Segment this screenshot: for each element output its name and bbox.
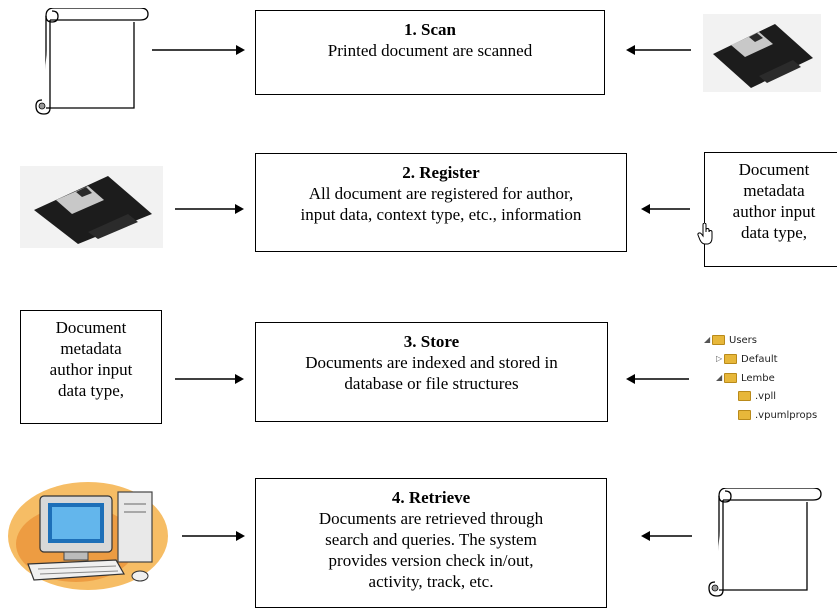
folder-tree-item: .vpll bbox=[738, 389, 776, 405]
step-box-register: 2. Register All document are registered … bbox=[255, 153, 627, 252]
step-text: Documents are indexed and stored in bbox=[305, 353, 558, 372]
scroll-document-icon bbox=[705, 488, 823, 598]
folder-tree-item: ▷Default bbox=[716, 354, 778, 365]
metadata-line: data type, bbox=[57, 381, 125, 400]
folder-tree-item: ◢Users bbox=[704, 335, 758, 346]
step-box-scan: 1. Scan Printed document are scanned bbox=[255, 10, 605, 95]
metadata-line: Document bbox=[738, 160, 810, 179]
desktop-computer-icon bbox=[6, 474, 171, 592]
arrow-left bbox=[640, 203, 690, 215]
step-text: Documents are retrieved through bbox=[318, 509, 544, 528]
floppy-disk-icon bbox=[703, 14, 821, 92]
metadata-line: author input bbox=[49, 360, 133, 379]
step-title: 2. Register bbox=[402, 163, 480, 182]
step-title: 4. Retrieve bbox=[391, 488, 471, 507]
folder-tree-item: .vpumlprops bbox=[738, 408, 817, 424]
folder-icon bbox=[724, 373, 737, 383]
step-text: activity, track, etc. bbox=[368, 572, 494, 591]
step-title: 3. Store bbox=[403, 332, 460, 351]
folder-icon bbox=[738, 391, 751, 401]
folder-icon bbox=[738, 410, 751, 420]
arrow-right bbox=[152, 44, 246, 56]
step-text: Printed document are scanned bbox=[327, 41, 533, 60]
scroll-document-icon bbox=[32, 8, 150, 116]
step-box-store: 3. Store Documents are indexed and store… bbox=[255, 322, 608, 422]
step-text: provides version check in/out, bbox=[328, 551, 534, 570]
metadata-line: Document bbox=[55, 318, 127, 337]
metadata-line: metadata bbox=[60, 339, 122, 358]
hand-cursor-icon bbox=[697, 223, 715, 245]
arrow-right bbox=[182, 530, 246, 542]
metadata-line: data type, bbox=[740, 223, 808, 242]
arrow-right bbox=[175, 373, 245, 385]
metadata-line: metadata bbox=[743, 181, 805, 200]
folder-tree: ◢Users ▷Default ◢Lembe .vpll .vpumlprops bbox=[704, 332, 837, 432]
step-text: input data, context type, etc., informat… bbox=[300, 205, 582, 224]
metadata-box: Document metadata author input data type… bbox=[20, 310, 162, 424]
step-box-retrieve: 4. Retrieve Documents are retrieved thro… bbox=[255, 478, 607, 608]
floppy-disk-icon bbox=[20, 166, 163, 248]
metadata-line: author input bbox=[732, 202, 816, 221]
arrow-left bbox=[640, 530, 692, 542]
step-text: All document are registered for author, bbox=[308, 184, 574, 203]
arrow-right bbox=[175, 203, 245, 215]
arrow-left bbox=[625, 44, 691, 56]
arrow-left bbox=[625, 373, 689, 385]
folder-icon bbox=[724, 354, 737, 364]
step-title: 1. Scan bbox=[404, 20, 456, 39]
metadata-box: Document metadata author input data type… bbox=[704, 152, 837, 267]
folder-tree-item: ◢Lembe bbox=[716, 373, 775, 384]
folder-icon bbox=[712, 335, 725, 345]
step-text: search and queries. The system bbox=[325, 530, 537, 549]
step-text: database or file structures bbox=[344, 374, 519, 393]
